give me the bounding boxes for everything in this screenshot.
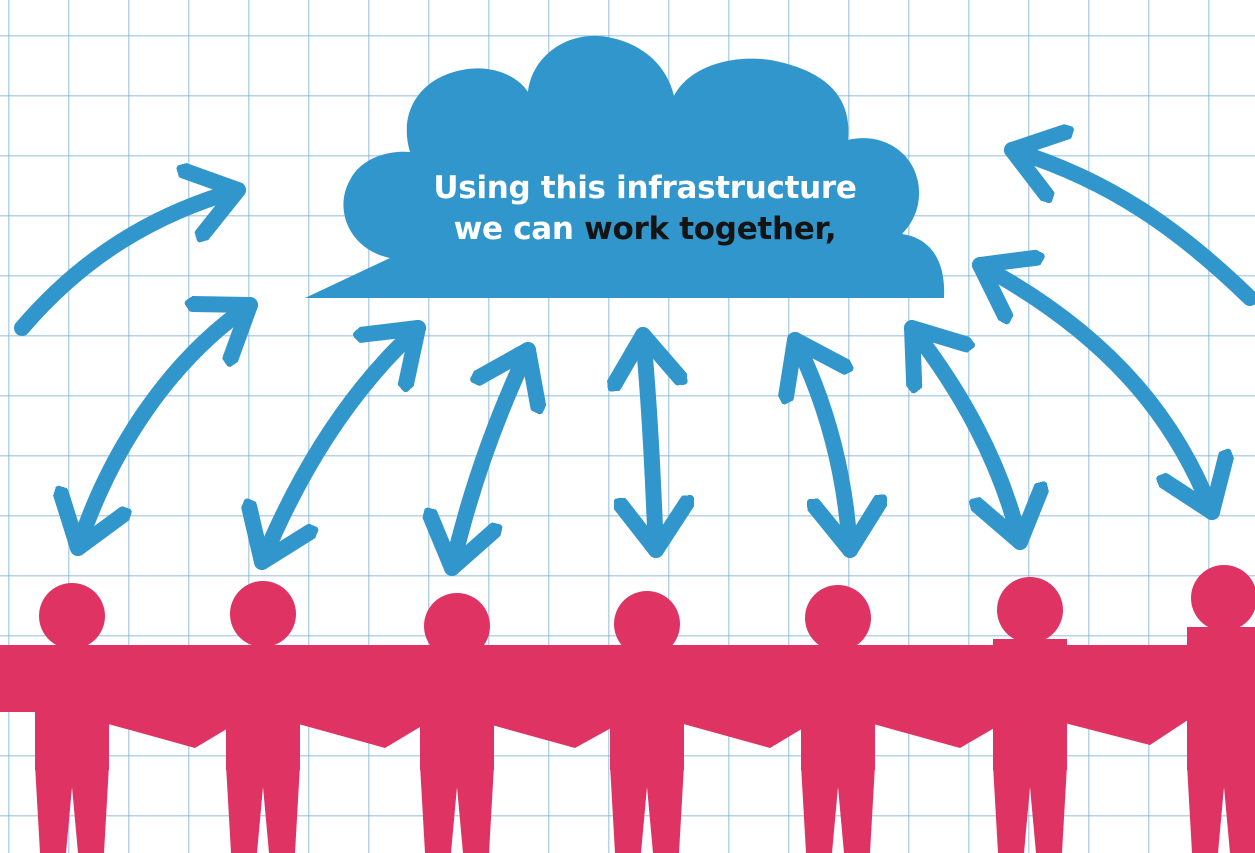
person-figure-icon [993, 577, 1067, 853]
arrow-1-icon [78, 305, 258, 556]
caption-line-1: Using this infrastructure [433, 170, 857, 206]
arrow-2-icon [262, 320, 426, 570]
arrow-far-left-icon [14, 190, 246, 336]
arrow-6-icon [904, 320, 1020, 550]
caption-line-2: we can work together, [400, 209, 890, 250]
person-figure-icon [610, 591, 684, 853]
arrow-3-icon [452, 342, 528, 576]
person-figure-icon [801, 585, 875, 853]
arrow-5-icon [795, 332, 850, 558]
arrow-7-icon [972, 265, 1212, 520]
arrow-far-right-icon [1012, 150, 1255, 306]
arrow-4-icon [643, 327, 656, 558]
cloud-shape [305, 35, 945, 298]
person-figure-icon [1187, 565, 1255, 853]
person-figure-icon [35, 583, 109, 853]
cloud-caption: Using this infrastructure we can work to… [400, 168, 890, 250]
caption-emphasis: work together, [584, 211, 837, 247]
people-chain [0, 565, 1255, 853]
caption-line-2-prefix: we can [453, 211, 585, 247]
person-figure-icon [420, 593, 494, 853]
person-figure-icon [226, 581, 300, 853]
connection-arrows [14, 150, 1255, 576]
